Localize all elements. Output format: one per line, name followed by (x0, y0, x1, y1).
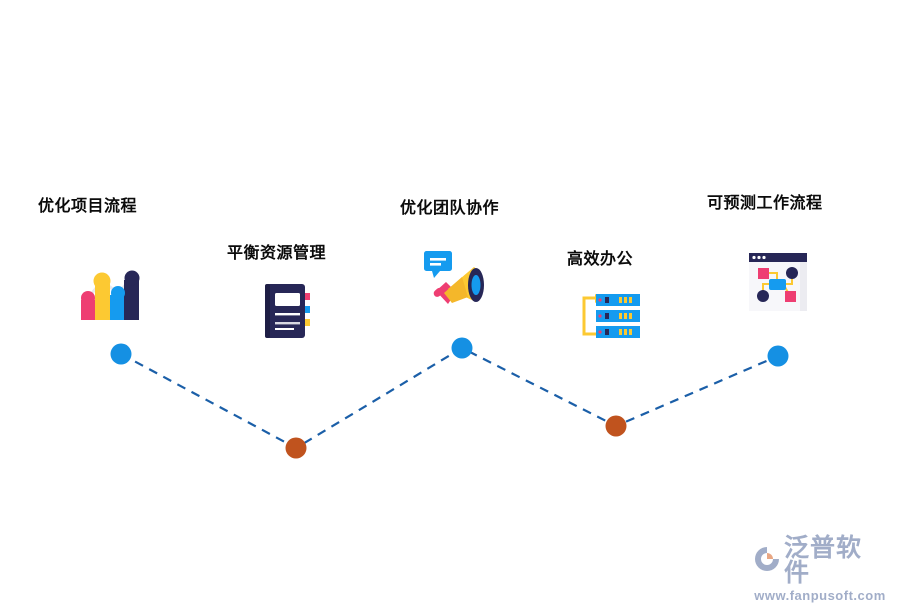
milestone-dot-4[interactable] (605, 415, 627, 437)
node-label-2: 平衡资源管理 (227, 245, 327, 262)
bar-chart-icon (76, 266, 142, 322)
node-label-4: 高效办公 (567, 251, 634, 268)
milestone-dot-5[interactable] (767, 345, 789, 367)
megaphone-icon (424, 249, 486, 307)
milestone-dot-1[interactable] (110, 343, 132, 365)
browser-flow-icon (749, 253, 807, 311)
node-label-5: 可预测工作流程 (707, 195, 823, 212)
milestone-dot-2[interactable] (285, 437, 307, 459)
watermark-brand-text: 泛普软件 (784, 534, 863, 587)
watermark-url: www.fanpusoft.com (754, 588, 886, 603)
watermark-brand-row: 泛普软件 (754, 536, 886, 586)
node-label-1: 优化项目流程 (38, 198, 138, 215)
fanpu-swirl-logo-icon (754, 546, 780, 577)
node-label-3: 优化团队协作 (400, 200, 500, 217)
notebook-icon (263, 284, 313, 338)
watermark: 泛普软件 www.fanpusoft.com (754, 536, 886, 603)
timeline-dashed-path (120, 346, 779, 450)
milestone-dot-3[interactable] (451, 337, 473, 359)
server-icon (578, 294, 640, 338)
